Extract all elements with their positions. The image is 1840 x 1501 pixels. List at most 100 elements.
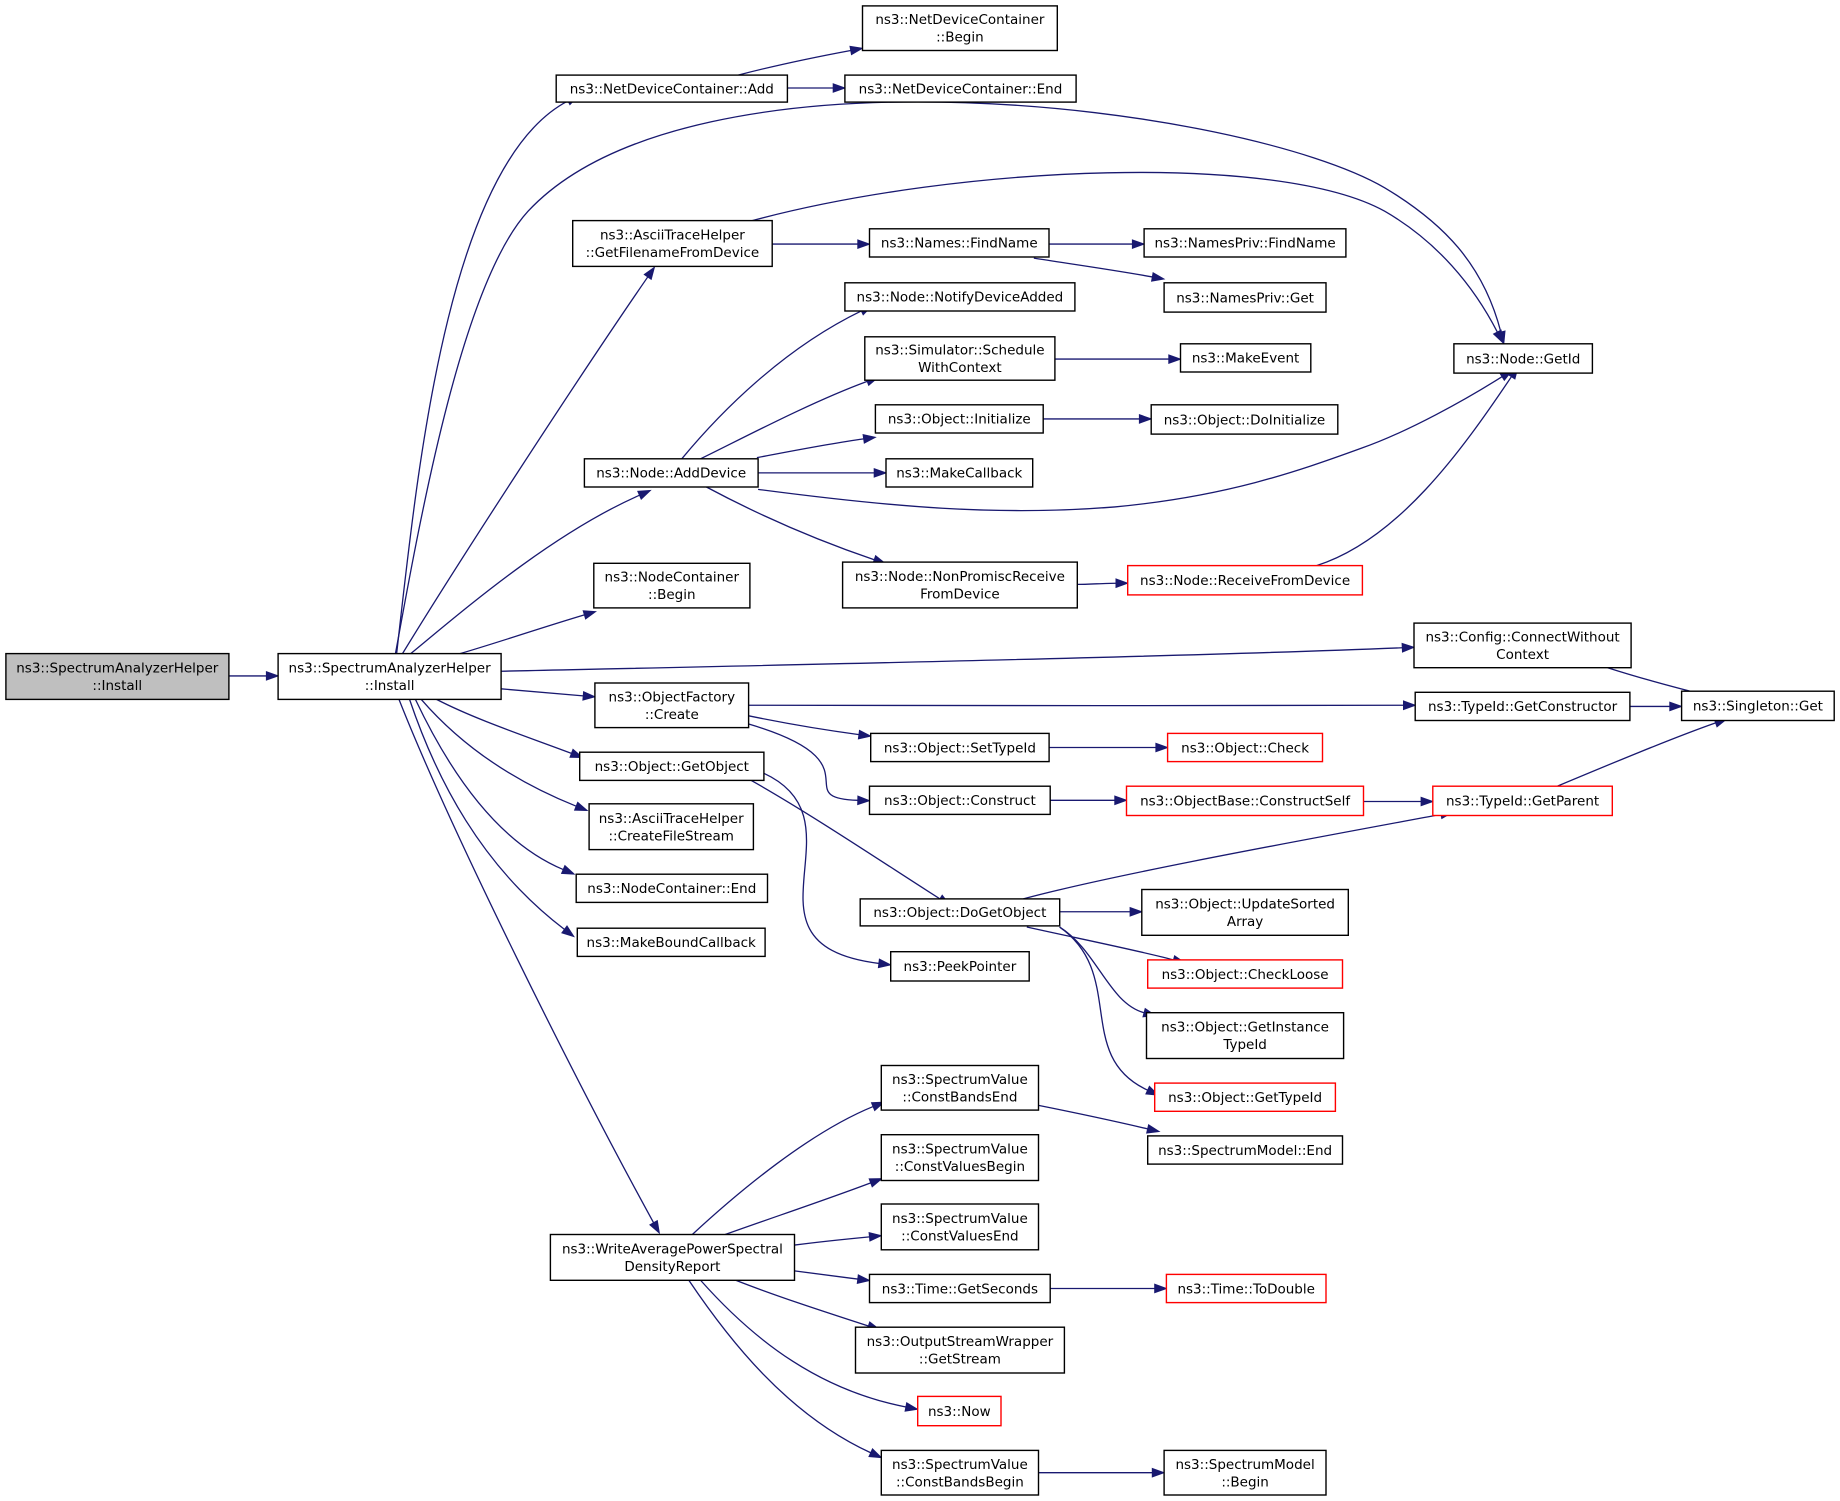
edge-n43-n46 bbox=[736, 1280, 881, 1331]
function-node-n22[interactable]: ns3::ObjectFactory::Create bbox=[594, 682, 750, 729]
function-node-n39[interactable]: ns3::SpectrumValue::ConstBandsEnd bbox=[880, 1064, 1040, 1111]
function-node-n30[interactable]: ns3::AsciiTraceHelper::CreateFileStream bbox=[588, 803, 755, 851]
function-node-n27[interactable]: ns3::ObjectBase::ConstructSelf bbox=[1125, 785, 1365, 817]
node-label: ns3::TypeId::GetConstructor bbox=[1428, 699, 1618, 715]
node-label: TypeId bbox=[1222, 1037, 1267, 1053]
node-label: ns3::Time::ToDouble bbox=[1177, 1281, 1314, 1297]
edge-n10-n11 bbox=[682, 305, 874, 459]
node-box bbox=[868, 228, 1050, 258]
function-node-n9[interactable]: ns3::NamesPriv::Get bbox=[1163, 282, 1327, 313]
arrowhead bbox=[1115, 578, 1130, 589]
node-label: ::ConstBandsEnd bbox=[902, 1089, 1017, 1105]
node-box bbox=[870, 732, 1050, 763]
node-box bbox=[854, 1326, 1066, 1374]
node-label: ns3::SpectrumModel bbox=[1175, 1457, 1314, 1473]
arrowhead bbox=[857, 795, 871, 806]
function-node-n26[interactable]: ns3::Object::Construct bbox=[868, 785, 1051, 816]
node-label: ns3::NetDeviceContainer bbox=[875, 12, 1045, 28]
function-node-n49[interactable]: ns3::SpectrumModel::Begin bbox=[1163, 1449, 1327, 1496]
function-node-n8[interactable]: ns3::NamesPriv::FindName bbox=[1143, 228, 1347, 258]
function-node-n47[interactable]: ns3::Now bbox=[917, 1395, 1002, 1427]
node-label: ns3::OutputStreamWrapper bbox=[867, 1334, 1054, 1350]
node-box bbox=[880, 1203, 1040, 1251]
function-node-n29[interactable]: ns3::Object::GetObject bbox=[579, 751, 765, 782]
edge-n14-n15 bbox=[1043, 413, 1153, 424]
arrowhead bbox=[1114, 795, 1128, 806]
function-node-n10[interactable]: ns3::Node::AddDevice bbox=[583, 458, 759, 488]
node-box bbox=[1163, 1449, 1327, 1496]
node-box bbox=[861, 5, 1059, 52]
edge-n1-n29 bbox=[437, 699, 584, 759]
node-box bbox=[859, 898, 1061, 927]
arrowhead bbox=[1138, 413, 1153, 424]
edge-n0-n1 bbox=[229, 670, 280, 681]
node-label: ns3::PeekPointer bbox=[904, 959, 1017, 975]
function-node-n21[interactable]: ns3::Singleton::Get bbox=[1680, 690, 1835, 722]
function-node-n2[interactable]: ns3::NetDeviceContainer::Add bbox=[555, 74, 789, 103]
node-label: ns3::Object::DoGetObject bbox=[873, 905, 1046, 921]
function-node-n0[interactable]: ns3::SpectrumAnalyzerHelper::Install bbox=[5, 652, 230, 701]
function-node-n33[interactable]: ns3::NodeContainer::End bbox=[575, 873, 769, 904]
edge-n43-n48 bbox=[689, 1280, 883, 1459]
node-label: ns3::Node::ReceiveFromDevice bbox=[1140, 573, 1350, 589]
node-label: ns3::Object::DoInitialize bbox=[1164, 412, 1326, 428]
function-node-n46[interactable]: ns3::OutputStreamWrapper::GetStream bbox=[854, 1326, 1066, 1374]
arrowhead bbox=[856, 1274, 871, 1284]
node-label: ns3::SpectrumValue bbox=[892, 1457, 1028, 1473]
edge-n2-n3 bbox=[738, 45, 864, 75]
function-node-n45[interactable]: ns3::Time::ToDouble bbox=[1165, 1273, 1327, 1304]
function-node-n43[interactable]: ns3::WriteAveragePowerSpectralDensityRep… bbox=[549, 1233, 796, 1281]
node-label: ns3::NetDeviceContainer::Add bbox=[570, 81, 774, 97]
node-box bbox=[576, 927, 766, 958]
function-node-n1[interactable]: ns3::SpectrumAnalyzerHelper::Install bbox=[277, 652, 502, 701]
node-label: ns3::MakeCallback bbox=[896, 466, 1022, 482]
function-node-n36[interactable]: ns3::PeekPointer bbox=[890, 951, 1030, 982]
edge-n6-n5 bbox=[752, 172, 1504, 344]
node-label: Array bbox=[1227, 914, 1263, 930]
function-node-n41[interactable]: ns3::SpectrumValue::ConstValuesBegin bbox=[880, 1133, 1040, 1182]
node-label: ns3::MakeBoundCallback bbox=[587, 935, 757, 951]
arrowhead bbox=[1150, 272, 1166, 282]
function-node-n42[interactable]: ns3::SpectrumValue::ConstValuesEnd bbox=[880, 1203, 1040, 1251]
function-node-n11[interactable]: ns3::Node::NotifyDeviceAdded bbox=[844, 282, 1076, 312]
edge-n1-n35 bbox=[410, 699, 575, 938]
node-label: ns3::Singleton::Get bbox=[1693, 699, 1823, 715]
node-box bbox=[864, 336, 1056, 381]
function-node-n14[interactable]: ns3::Object::Initialize bbox=[874, 404, 1044, 434]
node-label: FromDevice bbox=[920, 587, 1000, 603]
function-node-n18[interactable]: ns3::Node::ReceiveFromDevice bbox=[1126, 564, 1364, 596]
function-node-n23[interactable]: ns3::TypeId::GetConstructor bbox=[1414, 691, 1631, 722]
function-node-n13[interactable]: ns3::MakeEvent bbox=[1179, 343, 1312, 373]
edge-n17-n18 bbox=[1077, 578, 1130, 589]
function-node-n15[interactable]: ns3::Object::DoInitialize bbox=[1150, 404, 1339, 435]
function-node-n34[interactable]: ns3::Object::CheckLoose bbox=[1146, 959, 1344, 989]
function-node-n6[interactable]: ns3::AsciiTraceHelper::GetFilenameFromDe… bbox=[572, 219, 773, 268]
function-node-n44[interactable]: ns3::Time::GetSeconds bbox=[868, 1273, 1051, 1304]
function-node-n3[interactable]: ns3::NetDeviceContainer::Begin bbox=[861, 5, 1059, 52]
function-node-n25[interactable]: ns3::Object::Check bbox=[1166, 732, 1324, 763]
function-node-n4[interactable]: ns3::NetDeviceContainer::End bbox=[844, 74, 1077, 103]
function-node-n38[interactable]: ns3::Object::GetTypeId bbox=[1153, 1082, 1337, 1112]
function-node-n7[interactable]: ns3::Names::FindName bbox=[868, 228, 1050, 258]
node-box bbox=[1166, 732, 1324, 763]
function-node-n35[interactable]: ns3::MakeBoundCallback bbox=[576, 927, 766, 958]
edge-n43-n47 bbox=[701, 1280, 919, 1412]
edge-n6-n7 bbox=[772, 239, 871, 250]
function-node-n40[interactable]: ns3::SpectrumModel::End bbox=[1146, 1135, 1344, 1165]
function-node-n48[interactable]: ns3::SpectrumValue::ConstBandsBegin bbox=[880, 1449, 1040, 1496]
function-node-n5[interactable]: ns3::Node::GetId bbox=[1453, 343, 1594, 374]
function-node-n24[interactable]: ns3::Object::SetTypeId bbox=[870, 732, 1050, 763]
function-node-n16[interactable]: ns3::MakeCallback bbox=[885, 458, 1034, 488]
function-node-n31[interactable]: ns3::Object::DoGetObject bbox=[859, 898, 1061, 927]
node-box bbox=[880, 1133, 1040, 1182]
function-node-n28[interactable]: ns3::TypeId::GetParent bbox=[1432, 785, 1614, 817]
edge-n22-n24 bbox=[749, 716, 873, 740]
function-node-n19[interactable]: ns3::NodeContainer::Begin bbox=[593, 562, 751, 609]
arrowhead bbox=[1401, 642, 1416, 653]
arrowhead bbox=[1669, 701, 1684, 712]
